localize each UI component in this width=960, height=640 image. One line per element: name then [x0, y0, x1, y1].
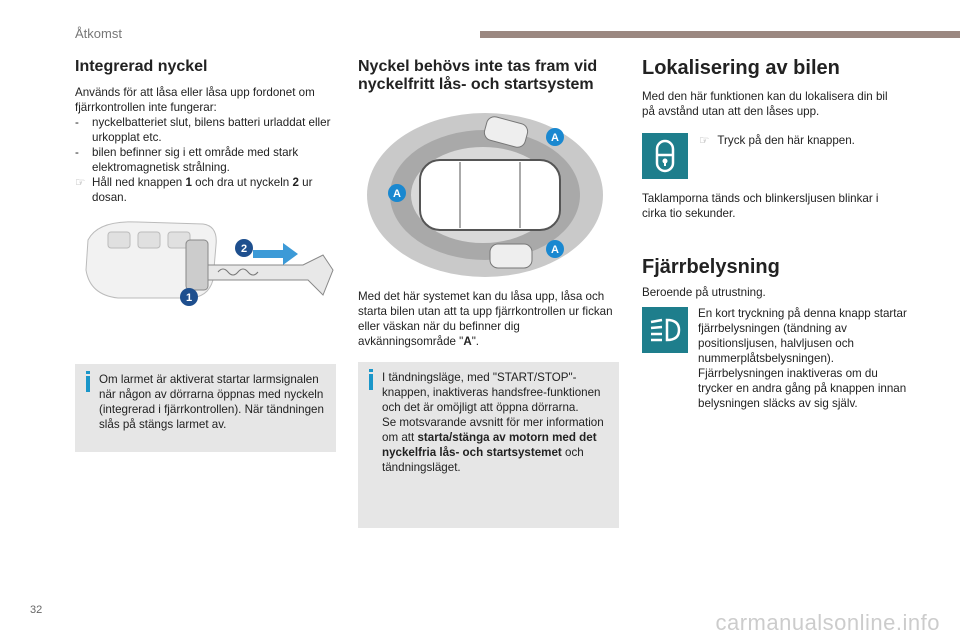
heading-remote-lighting: Fjärrbelysning	[642, 256, 780, 278]
section-header: Åtkomst	[75, 26, 122, 41]
figure-label-1: 1	[186, 292, 192, 304]
ignition-note: I tändningsläge, med "START/STOP"-knappe…	[358, 362, 619, 528]
key-extraction-illustration: 2 1	[85, 221, 334, 306]
lighting-description: En kort tryckning på denna knapp startar…	[698, 307, 907, 410]
pointing-hand-icon: ☞	[699, 134, 710, 147]
list-item: -nyckelbatteriet slut, bilens batteri ur…	[75, 116, 331, 144]
info-icon	[86, 371, 90, 392]
locate-result: Taklamporna tänds och blinkersljusen bli…	[642, 192, 879, 220]
lock-button-icon	[642, 133, 688, 179]
keyless-description: Med det här systemet kan du låsa upp, lå…	[358, 290, 613, 348]
header-bar	[480, 31, 960, 38]
lighting-intro: Beroende på utrustning.	[642, 286, 766, 299]
zone-label-a: A	[551, 244, 559, 256]
watermark: carmanualsonline.info	[715, 610, 940, 635]
zone-label-a: A	[551, 132, 559, 144]
page-number: 32	[30, 604, 43, 616]
keyless-zone-illustration: A A A	[367, 113, 603, 277]
locate-step: ☞Tryck på den här knappen.	[699, 134, 855, 147]
list-item: -bilen befinner sig i ett område med sta…	[75, 146, 299, 174]
heading-locate-car: Lokalisering av bilen	[642, 57, 840, 79]
heading-integrated-key: Integrerad nyckel	[75, 58, 208, 75]
heading-keyless: Nyckel behövs inte tas fram vid nyckelfr…	[358, 58, 598, 93]
figure-label-2: 2	[241, 243, 247, 255]
step-item: ☞Håll ned knappen 1 och dra ut nyckeln 2…	[75, 176, 313, 204]
intro-text: Används för att låsa eller låsa upp ford…	[75, 86, 315, 114]
col1-text: Används för att låsa eller låsa upp ford…	[75, 85, 340, 205]
headlight-button-icon	[642, 307, 688, 353]
alarm-note: Om larmet är aktiverat startar larmsigna…	[75, 364, 336, 452]
info-icon	[369, 369, 373, 390]
zone-label-a: A	[393, 188, 401, 200]
pointing-hand-icon: ☞	[75, 176, 86, 189]
locate-intro: Med den här funktionen kan du lokalisera…	[642, 90, 888, 118]
